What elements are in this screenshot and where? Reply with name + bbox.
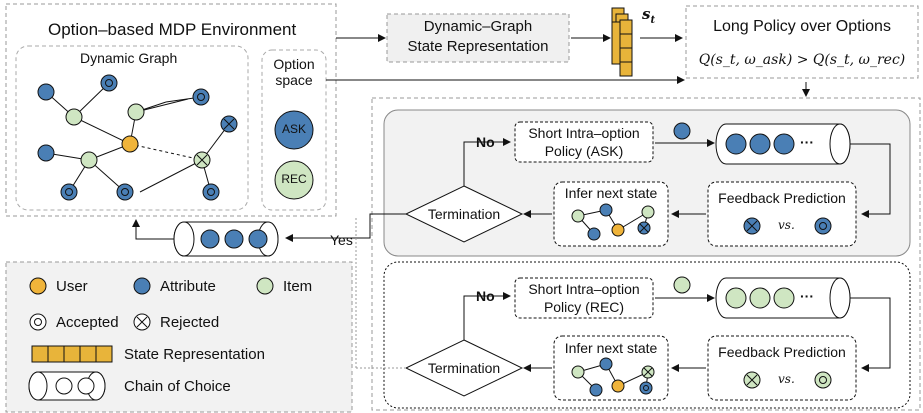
rec-no-label: No <box>476 288 495 304</box>
legend-chain-label: Chain of Choice <box>124 378 231 395</box>
ask-intra-line2: Policy (ASK) <box>544 143 624 159</box>
ask-chain-dots: ··· <box>800 134 814 150</box>
env-title: Option–based MDP Environment <box>48 20 297 39</box>
state-symbol: st <box>642 5 656 26</box>
legend-state-label: State Representation <box>124 346 265 363</box>
ask-infer-graph <box>571 203 655 241</box>
accepted-attribute-node <box>192 88 210 106</box>
item-node <box>80 151 98 169</box>
accepted-attribute-node <box>202 183 220 201</box>
accepted-attribute-node <box>60 183 78 201</box>
yes-chain-cylinder <box>173 221 279 257</box>
ask-option-circle <box>274 110 314 150</box>
rec-intra-line2: Policy (REC) <box>543 299 625 315</box>
state-rep-box <box>386 13 570 63</box>
ask-intra-box <box>514 121 654 163</box>
attribute-node <box>37 83 55 101</box>
option-space-label: Option space <box>273 56 315 89</box>
ask-chain-cylinder <box>715 123 851 165</box>
dynamic-graph-title: Dynamic Graph <box>80 50 178 66</box>
legend-attribute-label: Attribute <box>160 278 216 295</box>
ask-no-label: No <box>476 134 495 150</box>
rec-accepted-item <box>814 371 832 389</box>
legend-chain-swatch <box>28 371 106 401</box>
rec-infer-label: Infer next state <box>564 340 658 356</box>
ask-vs-label: vs. <box>778 218 795 232</box>
legend-accepted-label: Accepted <box>56 314 119 331</box>
legend-item-label: Item <box>283 278 313 295</box>
graph-nodes <box>37 74 238 201</box>
item-node <box>127 103 145 121</box>
legend-rejected-label: Rejected <box>160 314 220 331</box>
rec-intra-box <box>514 277 654 319</box>
user-node <box>121 135 139 153</box>
rec-selected-item <box>673 276 691 294</box>
state-rep-line2: State Representation <box>407 38 549 55</box>
rec-option-circle <box>274 160 314 200</box>
rec-vs-label: vs. <box>778 372 795 386</box>
ask-selected-attribute <box>673 122 691 140</box>
ask-termination-diamond <box>404 185 524 243</box>
legend-state-swatch <box>31 345 113 363</box>
legend-user-swatch <box>29 277 47 295</box>
rec-termination-label: Termination <box>427 360 501 376</box>
item-node <box>65 108 83 126</box>
rec-chain-cylinder <box>715 277 851 319</box>
accepted-attribute-node <box>100 74 118 92</box>
state-rep-line1: Dynamic–Graph <box>423 18 533 35</box>
ask-feedback-label: Feedback Prediction <box>718 190 846 206</box>
ask-intra-line1: Short Intra–option <box>528 125 640 141</box>
rec-option-label: REC <box>281 172 307 186</box>
rec-infer-graph <box>571 357 655 397</box>
legend-user-label: User <box>56 278 88 295</box>
rec-feedback-label: Feedback Prediction <box>718 344 846 360</box>
yes-label: Yes <box>330 232 353 248</box>
ask-termination-label: Termination <box>427 206 501 222</box>
ask-option-label: ASK <box>281 122 306 136</box>
legend-attribute-swatch <box>133 277 151 295</box>
state-stack <box>611 7 633 77</box>
rec-intra-line1: Short Intra–option <box>528 281 640 297</box>
ask-infer-label: Infer next state <box>564 185 658 201</box>
rec-termination-diamond <box>404 339 524 397</box>
legend-accepted-swatch <box>29 313 47 331</box>
legend-item-swatch <box>256 277 274 295</box>
policy-formula: Q(s_t, ω_ask) > Q(s_t, ω_rec) <box>698 52 906 68</box>
rec-chain-dots: ··· <box>800 288 814 304</box>
accepted-attribute-node <box>116 183 134 201</box>
dynamic-graph-box <box>15 45 249 211</box>
policy-box <box>685 5 919 79</box>
legend-box <box>5 261 353 413</box>
attribute-node <box>37 144 55 162</box>
policy-title: Long Policy over Options <box>713 18 891 35</box>
ask-accepted-attribute <box>814 217 832 235</box>
